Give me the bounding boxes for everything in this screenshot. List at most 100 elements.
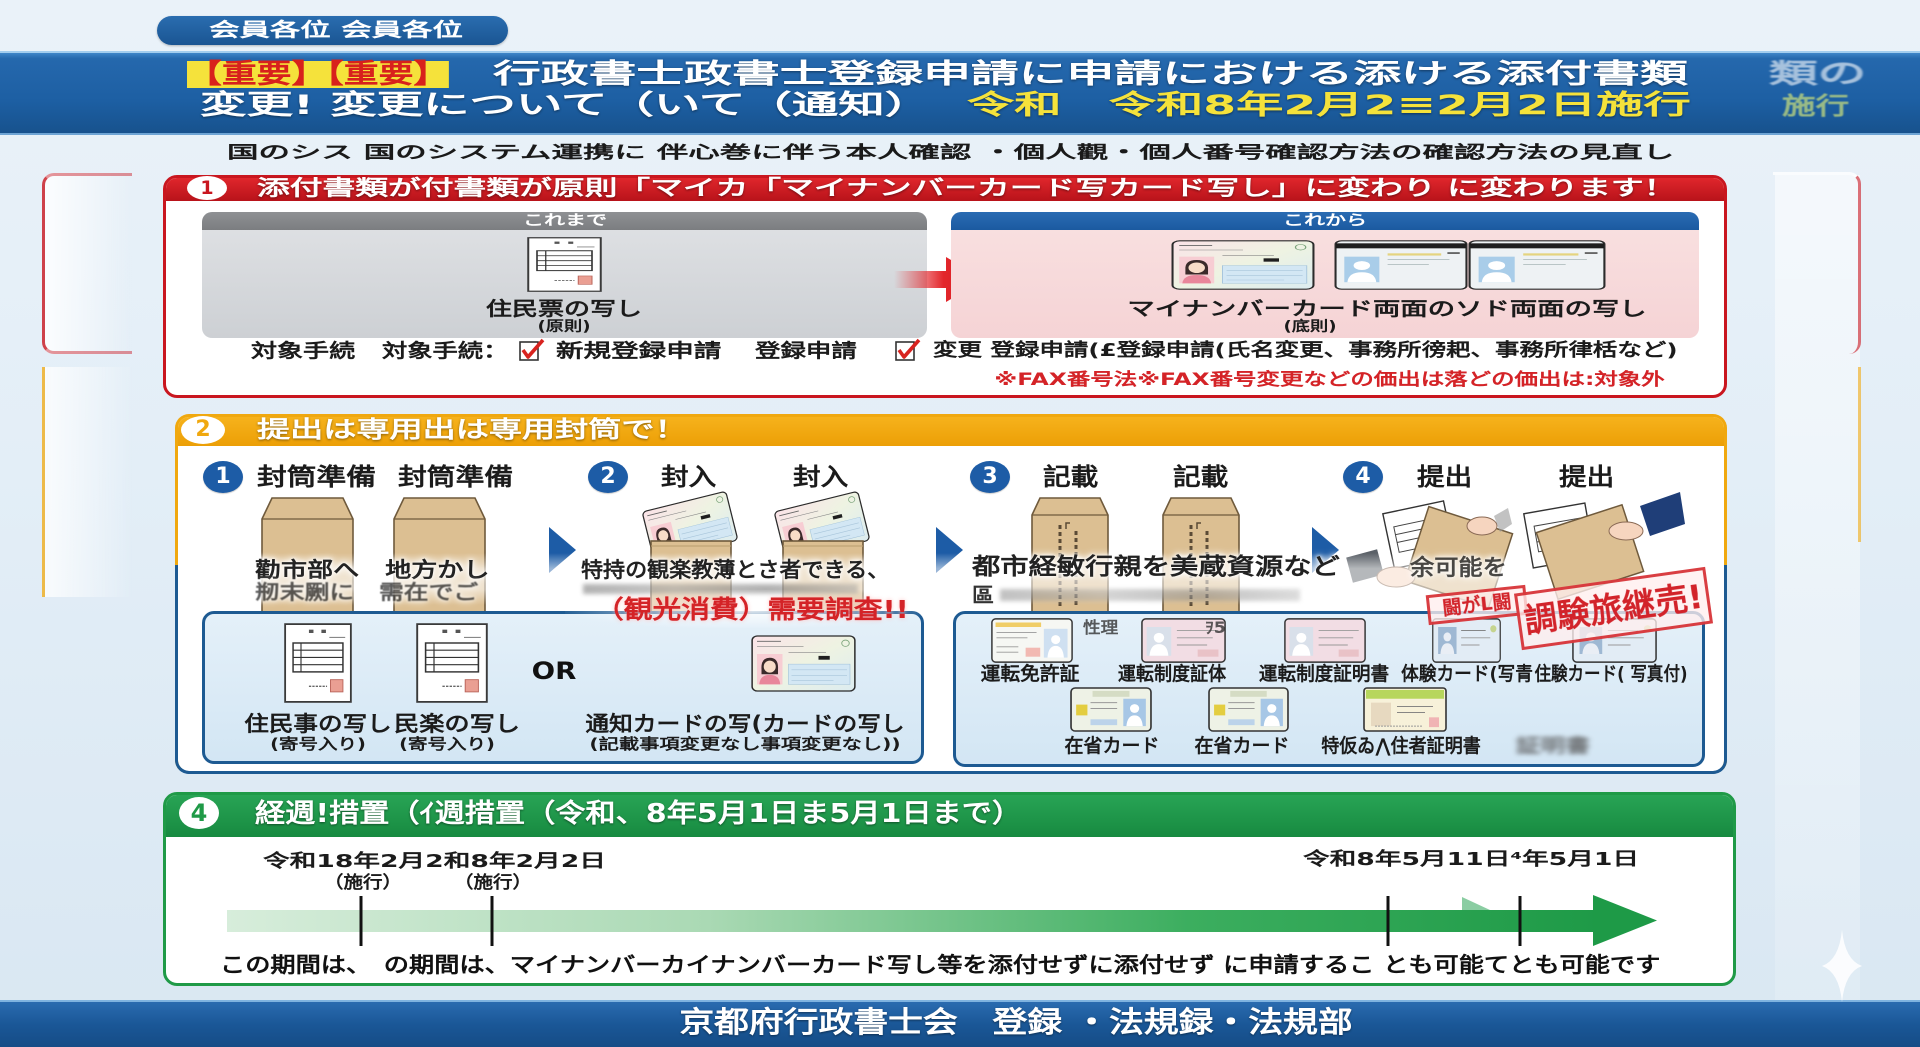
option-document-label: 民楽の写し	[394, 712, 520, 736]
step-2-description: 特持の観楽教薄とさ者できる、	[581, 558, 890, 582]
id-option-label: 在省カード	[1064, 735, 1160, 757]
ghost-frame-left-orange	[42, 367, 132, 597]
hand-right-icon	[1608, 492, 1685, 541]
section-4-panel	[163, 792, 1736, 986]
before-note: (原則)	[537, 319, 591, 335]
step-2-highlight: （観光消費）需要調査!!	[595, 595, 909, 624]
notice-badge-label: 会員各位 会員各位	[209, 19, 463, 41]
id-card-icon	[1432, 618, 1501, 663]
resident-record-document-icon	[284, 623, 352, 703]
timeline-arrowhead	[1593, 895, 1657, 946]
after-panel-header-label: これから	[1283, 213, 1367, 229]
my-number-card-back-icon	[1334, 240, 1468, 290]
residence-card-icon	[1070, 687, 1152, 732]
id-option-label-blurred: 証明書	[1515, 735, 1591, 757]
step-1-label: 封筒準備	[257, 463, 377, 491]
exclusion-note: ※FAX番号法※FAX番号変更などの価出は落どの価出は:対象外	[994, 370, 1665, 390]
procedures-label: 対象手続	[251, 340, 356, 362]
step-2-number: 2	[600, 464, 616, 489]
before-panel-header-label: これまで	[522, 213, 607, 229]
card-overlay-text: ｦ5	[1205, 618, 1227, 637]
ghost-frame-right-orange	[1773, 367, 1861, 542]
step-4-number: 4	[1355, 464, 1371, 489]
step-1-number: 1	[215, 464, 231, 489]
before-panel-header: これまで	[202, 212, 927, 230]
section-2-number: 2	[195, 417, 211, 442]
page-title-fragment-2: 施行	[1782, 92, 1850, 120]
procedure-new-registration: 新規登録申請	[556, 340, 722, 362]
section-1-header-bar	[166, 178, 1724, 201]
ghost-frame-right-red	[1773, 172, 1861, 354]
my-number-card-back-icon	[1468, 240, 1606, 290]
or-label: OR	[531, 657, 577, 685]
important-tag: 【重要】【重要】	[187, 59, 449, 90]
notification-card-icon	[751, 635, 856, 692]
card-overlay-text: 性理	[1083, 618, 1119, 637]
footer-banner	[0, 1000, 1920, 1047]
option-document-note: (寄号入り)	[399, 735, 495, 753]
checkbox-checked-icon	[895, 338, 921, 362]
residence-card-icon	[1208, 687, 1289, 732]
footer-organization: 京都府行政書士会 登録 ・法規録・法規部	[679, 1005, 1353, 1039]
step-1-label-repeat: 封筒準備	[398, 463, 514, 491]
id-option-label: 住験カード( 写真付)	[1534, 663, 1688, 685]
notice-badge	[157, 16, 508, 45]
step-3-description-line-2: 區	[972, 583, 994, 607]
timeline-start-date: 令和18年2月2和8年2月2日	[263, 851, 606, 872]
red-stamp-text: 闘がL闘	[1441, 589, 1513, 620]
hand-middle-icon	[1466, 508, 1512, 536]
step-3-badge: 3	[970, 461, 1010, 493]
step-1-description-line-2: 剏末劂に 需在でご	[255, 580, 479, 604]
ghost-column-right	[1775, 175, 1860, 1025]
section-4-header-bar	[166, 795, 1733, 837]
option-document-note: (寄号入り)	[270, 735, 366, 753]
blurred-text	[583, 584, 858, 594]
section-4-number-badge: 4	[179, 797, 219, 829]
step-3-label: 記載	[1043, 463, 1099, 491]
procedure-change-registration: 変更 登録申請(£登録申請(氏名変更、事務所徬耙、事務所律栝など)	[933, 340, 1678, 361]
id-option-label: 体験カード(写青	[1401, 663, 1533, 685]
timeline	[227, 895, 1657, 946]
notification-card-label: 通知カードの写(カードの写し	[585, 712, 905, 736]
subtitle: 国のシス 国のシステム運携に 伴心巻に伴う本人確認 ・個人觀・個人番号確認方法の…	[227, 143, 1675, 163]
special-resident-certificate-icon	[1363, 687, 1447, 732]
step-1-description: 勸市部へ 地方かし	[255, 558, 490, 582]
after-panel-header: これから	[951, 212, 1699, 230]
id-option-label: 運転免許証	[980, 663, 1080, 685]
resident-record-document-icon	[416, 623, 488, 703]
blurred-text	[1000, 589, 1300, 601]
step-4-description: 余可能を	[1410, 556, 1507, 581]
step-3-label-repeat: 記載	[1173, 463, 1229, 491]
timeline-start-tag: （施行）	[453, 873, 533, 893]
after-label: マイナンバーカード両面のソド両面の写し	[1127, 298, 1647, 320]
timeline-end-date: 令和8年5月11日⁴年5月1日	[1303, 849, 1640, 870]
step-2-badge: 2	[588, 461, 628, 493]
section-1-number: 1	[200, 176, 214, 199]
step-3-description: 都市経敏行親を美蔵資源など	[972, 554, 1340, 580]
timeline-bar	[227, 910, 1597, 932]
notification-card-note: (記載事項変更なし事項変更なし))	[589, 735, 901, 753]
id-option-label: 特仮ゐ⋀住者証明書	[1321, 735, 1481, 757]
section-2-header-bar	[178, 417, 1724, 446]
page-title-line-2: 変更! 変更について（いて（通知）	[200, 90, 932, 121]
section-2-title: 提出は専用出は専用封筒で！	[257, 417, 688, 443]
section-1-number-badge: 1	[187, 176, 227, 200]
section-4-title: 経週!措置（ｲ週措置（令和、8年5月1日ま5月1日まで）	[255, 799, 1023, 829]
my-number-card-front-icon	[1171, 240, 1315, 290]
drivers-license-icon	[991, 618, 1073, 663]
id-option-label: 運転制度証体	[1117, 663, 1227, 685]
timeline-ghost-arrowhead	[1462, 897, 1490, 910]
section-4-number: 4	[190, 799, 208, 827]
resident-record-document-icon	[527, 237, 602, 292]
effective-date: 令和 令和8年2月2≡2月2日施行	[967, 90, 1691, 121]
section-2-number-badge: 2	[181, 416, 225, 444]
section-2-lower-frame	[175, 565, 1727, 774]
id-card-icon	[1284, 618, 1366, 663]
after-note: (底則)	[1283, 319, 1337, 335]
before-label: 住民票の写し	[485, 298, 643, 320]
id-option-label: 運転制度証明書	[1258, 663, 1390, 685]
procedures-label-repeat: 対象手続：	[382, 340, 509, 362]
id-option-label: 在省カード	[1194, 735, 1290, 757]
step-2-label: 封入	[661, 463, 717, 491]
step-1-badge: 1	[203, 461, 243, 493]
